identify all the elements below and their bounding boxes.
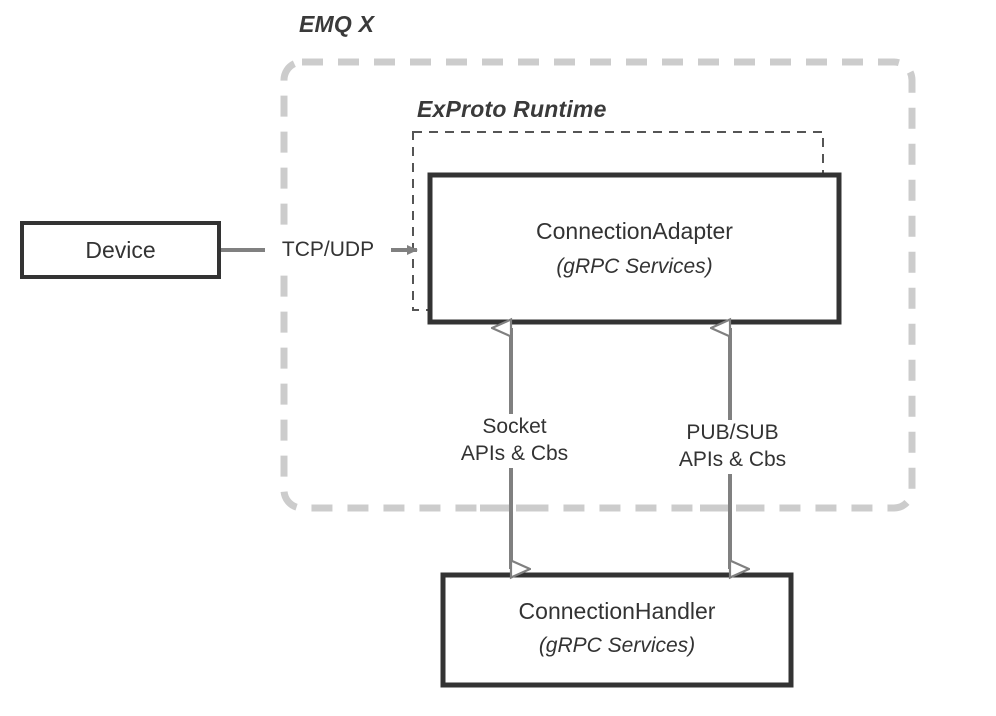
node-connection-adapter-sublabel: (gRPC Services) xyxy=(556,255,713,278)
edge-pubsub-apis-label: PUB/SUB APIs & Cbs xyxy=(659,420,806,474)
group-emqx-label: EMQ X xyxy=(299,11,375,37)
node-connection-adapter-label: ConnectionAdapter xyxy=(536,218,733,244)
node-device-box[interactable] xyxy=(20,221,221,279)
edge-socket-apis-label-line1: Socket xyxy=(482,415,547,438)
edge-socket-apis-label-line2: APIs & Cbs xyxy=(460,441,569,465)
edge-pubsub-apis-label-line1: PUB/SUB xyxy=(686,421,779,444)
node-connection-adapter-box[interactable] xyxy=(427,172,842,325)
edge-pubsub-apis-label-line2: APIs & Cbs xyxy=(678,447,787,471)
node-device-label: Device xyxy=(85,237,156,263)
group-emqx-border xyxy=(280,58,916,512)
node-connection-handler-sublabel: (gRPC Services) xyxy=(538,634,696,657)
node-connection-handler-label: ConnectionHandler xyxy=(518,598,716,624)
group-exproto-label: ExProto Runtime xyxy=(417,96,607,122)
edge-device-to-adapter-label: TCP/UDP xyxy=(265,238,391,263)
node-connection-handler-box[interactable] xyxy=(440,572,794,688)
